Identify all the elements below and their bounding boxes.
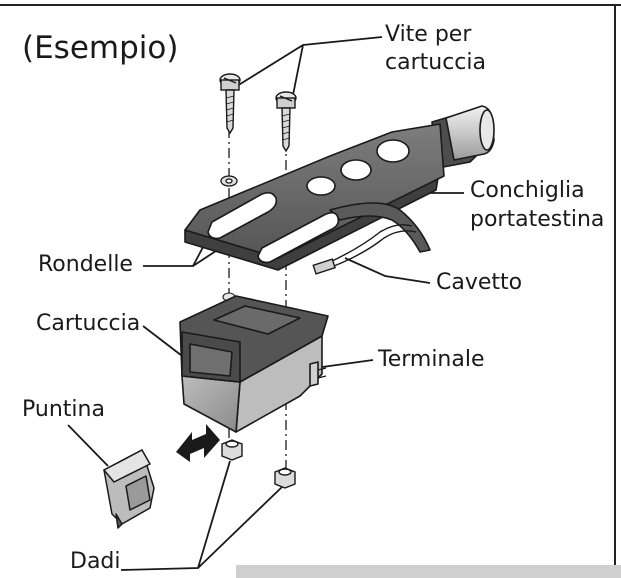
leader-lead-wire [344, 257, 431, 284]
example-title: (Esempio) [22, 30, 179, 66]
nuts [221, 439, 296, 489]
label-nuts: Dadi [70, 549, 121, 574]
cartridge-screw-right [275, 91, 297, 153]
label-lead-wire: Cavetto [436, 270, 523, 295]
headshell [184, 105, 495, 271]
leader-stylus [67, 424, 109, 467]
label-cartridge-screws-line2: cartuccia [385, 50, 486, 75]
lead-wire [312, 224, 417, 275]
frame-top-rule [0, 4, 621, 6]
label-stylus: Puntina [22, 397, 105, 422]
cartridge [179, 295, 329, 433]
label-headshell-line2: portatestina [470, 207, 605, 232]
label-cartridge: Cartuccia [36, 311, 141, 336]
leader-terminal [314, 359, 374, 369]
label-terminal: Terminale [378, 347, 485, 372]
label-headshell-line1: Conchiglia [470, 178, 585, 203]
label-cartridge-screws-line1: Vite per [385, 22, 472, 47]
leader-screws [236, 36, 383, 96]
cartridge-screw-left [219, 73, 241, 135]
leader-nuts [120, 460, 283, 571]
label-washers: Rondelle [38, 252, 133, 277]
caption-bar [236, 565, 621, 578]
stylus [103, 449, 155, 529]
frame-right-rule [614, 4, 616, 578]
attach-arrow [176, 424, 220, 462]
